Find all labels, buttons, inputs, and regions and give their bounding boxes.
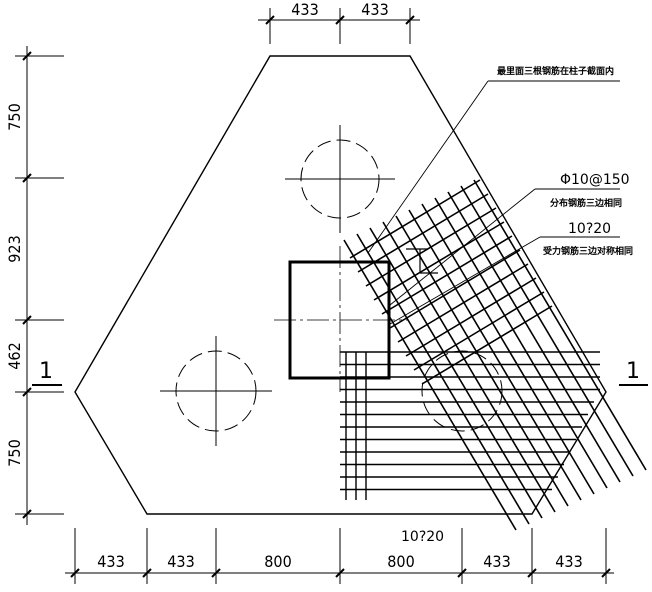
rebar-bar-diagonal-a — [356, 233, 530, 525]
distribution-bar-spec: Φ10@150 — [560, 172, 630, 188]
rebar-bar-diagonal-b — [389, 249, 521, 329]
main-bar-spec: 10?20 — [568, 221, 611, 237]
svg-text:1: 1 — [39, 359, 53, 384]
rebar-bar-diagonal-a — [369, 227, 543, 519]
rebar-bar-diagonal-b — [413, 291, 545, 371]
rebar-bar-diagonal-a — [434, 197, 608, 489]
svg-text:1: 1 — [626, 359, 640, 384]
rebar-bar-diagonal-b — [397, 263, 529, 343]
rebar-bar-diagonal-b — [357, 193, 489, 273]
dimension-bottom-4: 800 — [387, 552, 414, 571]
rebar-bar-diagonal-a — [343, 239, 517, 531]
rebar-bar-diagonal-b — [421, 305, 553, 385]
column-centerlines — [274, 246, 408, 392]
rebar-bar-diagonal-a — [382, 221, 556, 513]
pile-left — [160, 336, 272, 446]
rebar-bar-diagonal-a — [460, 185, 634, 477]
bar-marker — [406, 248, 438, 274]
dimension-bottom-2: 433 — [167, 552, 194, 571]
rebar-set-horizontal — [340, 351, 600, 491]
pile-right — [421, 350, 503, 432]
rebar-set-vertical — [345, 352, 367, 500]
dimension-bottom: 433 433 800 800 433 433 — [65, 528, 614, 584]
dimension-left-1: 750 — [5, 103, 24, 130]
dimension-left: 750 923 462 750 — [5, 46, 64, 525]
pile-top — [285, 125, 395, 233]
dimension-bottom-1: 433 — [97, 552, 124, 571]
dimension-bottom-3: 800 — [264, 552, 291, 571]
rebar-bar-diagonal-b — [349, 179, 481, 259]
rebar-bar-diagonal-a — [395, 215, 569, 507]
section-mark-right: 1 — [619, 359, 648, 386]
dimension-bottom-6: 433 — [555, 552, 582, 571]
rebar-bar-diagonal-b — [365, 207, 497, 287]
rebar-bar-diagonal-b — [381, 235, 513, 315]
rebar-bar-diagonal-a — [447, 191, 621, 483]
section-mark-left: 1 — [32, 359, 62, 386]
rebar-set-diagonal-b — [349, 179, 553, 385]
dimension-left-2: 923 — [5, 235, 24, 262]
dimension-top: 433 433 — [258, 0, 420, 44]
rebar-bar-diagonal-a — [473, 179, 647, 471]
dimension-left-3: 462 — [5, 342, 24, 369]
dimension-top-2: 433 — [361, 0, 388, 19]
dimension-left-4: 750 — [5, 439, 24, 466]
rebar-bar-diagonal-a — [421, 203, 595, 495]
bottom-bar-spec: 10?20 — [401, 529, 444, 545]
rebar-bar-diagonal-b — [373, 221, 505, 301]
pile-cap-outline — [74, 55, 607, 515]
rebar-bar-diagonal-b — [405, 277, 537, 357]
rebar-note: 最里面三根钢筋在柱子截面内 — [497, 65, 614, 77]
distribution-note: 分布钢筋三边相同 — [550, 197, 622, 209]
main-note: 受力钢筋三边对称相同 — [543, 245, 633, 257]
dimension-top-1: 433 — [291, 0, 318, 19]
dimension-bottom-5: 433 — [483, 552, 510, 571]
leader-lines — [367, 80, 620, 325]
